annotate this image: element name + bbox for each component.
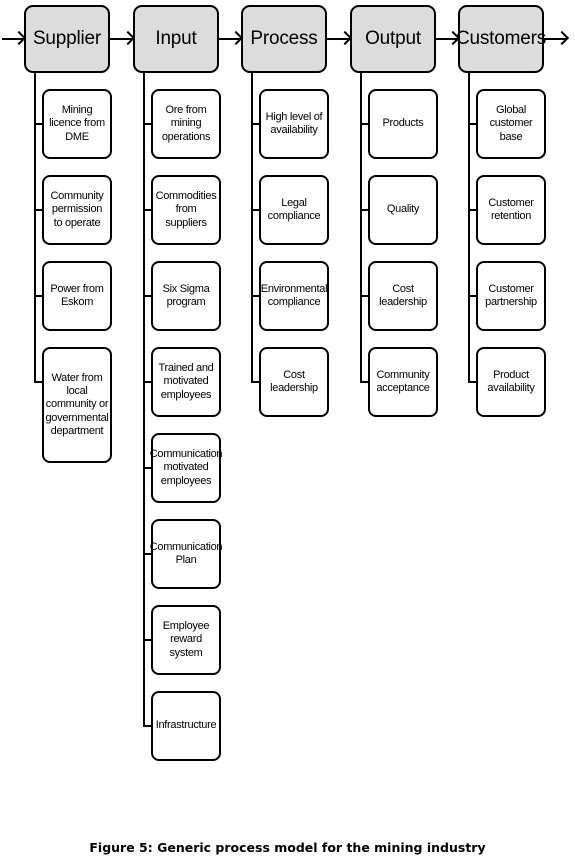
connector-branch bbox=[251, 381, 259, 383]
process-item: Quality bbox=[368, 175, 438, 245]
process-item: Infrastructure bbox=[151, 691, 221, 761]
process-item: Legal compliance bbox=[259, 175, 329, 245]
connector-branch bbox=[34, 381, 42, 383]
connector-branch bbox=[143, 381, 151, 383]
connector-branch bbox=[143, 725, 151, 727]
process-item: Trained and motivated employees bbox=[151, 347, 221, 417]
connector-branch bbox=[468, 123, 476, 125]
process-item: Communication Plan bbox=[150, 519, 223, 589]
process-item: Environmental compliance bbox=[259, 261, 329, 331]
process-item: Water from local community or government… bbox=[42, 347, 112, 463]
connector-line bbox=[143, 73, 145, 726]
flow-arrow bbox=[544, 38, 566, 40]
connector-branch bbox=[34, 123, 42, 125]
connector-branch bbox=[143, 553, 151, 555]
process-item: Employee reward system bbox=[151, 605, 221, 675]
flow-arrow bbox=[327, 38, 349, 40]
connector-branch bbox=[360, 123, 368, 125]
connector-branch bbox=[34, 295, 42, 297]
connector-line bbox=[251, 73, 253, 382]
figure-caption: Figure 5: Generic process model for the … bbox=[89, 840, 486, 855]
process-item: Community acceptance bbox=[368, 347, 438, 417]
process-item: Communication motivated employees bbox=[150, 433, 223, 503]
connector-branch bbox=[468, 381, 476, 383]
process-item: High level of availability bbox=[259, 89, 329, 159]
header-input: Input bbox=[133, 5, 219, 73]
connector-line bbox=[34, 73, 36, 382]
process-item: Community permission to operate bbox=[42, 175, 112, 245]
flow-arrow bbox=[219, 38, 240, 40]
connector-branch bbox=[143, 209, 151, 211]
connector-branch bbox=[143, 295, 151, 297]
header-supplier: Supplier bbox=[24, 5, 110, 73]
connector-branch bbox=[143, 639, 151, 641]
header-process: Process bbox=[241, 5, 327, 73]
header-customers: Customers bbox=[456, 5, 546, 73]
process-item: Customer retention bbox=[476, 175, 546, 245]
process-item: Commodities from suppliers bbox=[151, 175, 221, 245]
connector-branch bbox=[251, 123, 259, 125]
process-item: Product availability bbox=[476, 347, 546, 417]
process-item: Cost leadership bbox=[259, 347, 329, 417]
connector-branch bbox=[468, 209, 476, 211]
connector-branch bbox=[143, 467, 151, 469]
flow-arrow bbox=[110, 38, 132, 40]
process-item: Cost leadership bbox=[368, 261, 438, 331]
connector-branch bbox=[143, 123, 151, 125]
header-output: Output bbox=[350, 5, 436, 73]
process-item: Customer partnership bbox=[476, 261, 546, 331]
process-item: Six Sigma program bbox=[151, 261, 221, 331]
flow-arrow bbox=[2, 38, 23, 40]
process-item: Power from Eskom bbox=[42, 261, 112, 331]
connector-branch bbox=[468, 295, 476, 297]
flow-arrow bbox=[436, 38, 457, 40]
process-item: Global customer base bbox=[476, 89, 546, 159]
connector-branch bbox=[360, 381, 368, 383]
connector-branch bbox=[360, 295, 368, 297]
process-item: Products bbox=[368, 89, 438, 159]
connector-branch bbox=[360, 209, 368, 211]
connector-line bbox=[468, 73, 470, 382]
connector-branch bbox=[34, 209, 42, 211]
connector-branch bbox=[251, 295, 259, 297]
connector-branch bbox=[251, 209, 259, 211]
process-item: Ore from mining operations bbox=[151, 89, 221, 159]
connector-line bbox=[360, 73, 362, 382]
process-item: Mining licence from DME bbox=[42, 89, 112, 159]
